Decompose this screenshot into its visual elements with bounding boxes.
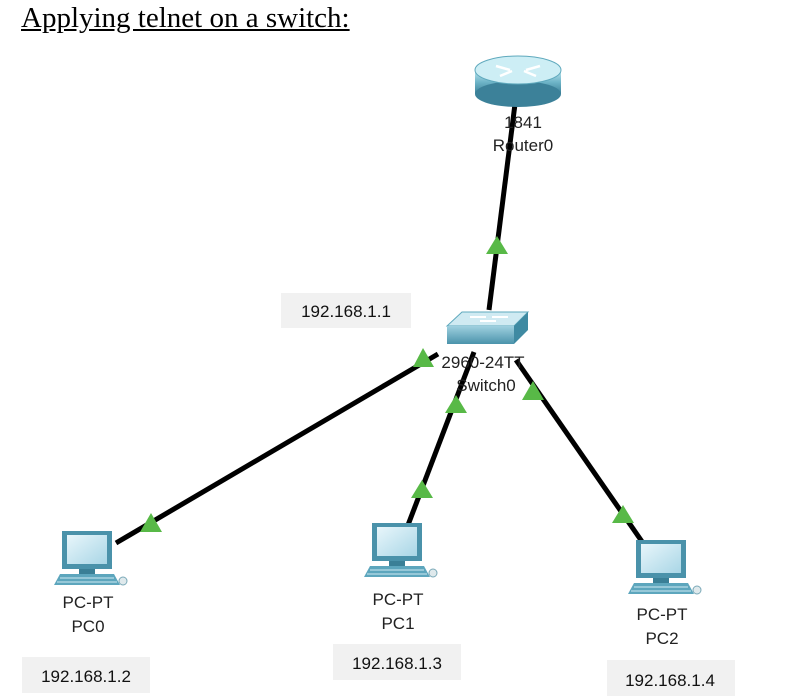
switch-model-label: 2960-24TT bbox=[441, 353, 524, 372]
router-icon bbox=[474, 55, 562, 107]
pc-icon bbox=[628, 540, 702, 595]
link-router-switch[interactable] bbox=[486, 103, 518, 311]
router-model-label: 1841 bbox=[504, 113, 542, 132]
pc0-ip-label: 192.168.1.2 bbox=[41, 667, 131, 686]
pc2-device[interactable]: PC-PT PC2 bbox=[628, 540, 702, 648]
pc2-model-label: PC-PT bbox=[637, 605, 688, 624]
page-heading: Applying telnet on a switch: bbox=[21, 2, 350, 34]
pc2-ip-label: 192.168.1.4 bbox=[625, 671, 715, 690]
link-status-up-icon bbox=[445, 395, 467, 413]
pc0-ip-box bbox=[22, 657, 150, 693]
switch-name-label: Switch0 bbox=[456, 376, 516, 395]
link-status-up-icon bbox=[612, 505, 634, 523]
pc1-name-label: PC1 bbox=[381, 614, 414, 633]
pc-icon bbox=[364, 523, 438, 578]
pc1-ip-label: 192.168.1.3 bbox=[352, 654, 442, 673]
pc1-ip-box bbox=[333, 644, 461, 680]
switch-ip-box bbox=[281, 293, 411, 328]
pc0-device[interactable]: PC-PT PC0 bbox=[54, 531, 128, 636]
pc1-model-label: PC-PT bbox=[373, 590, 424, 609]
pc0-name-label: PC0 bbox=[71, 617, 104, 636]
pc2-name-label: PC2 bbox=[645, 629, 678, 648]
pc1-device[interactable]: PC-PT PC1 bbox=[364, 523, 438, 633]
pc-icon bbox=[54, 531, 128, 586]
switch-icon bbox=[445, 311, 530, 344]
link-status-up-icon bbox=[411, 480, 433, 498]
router-name-label: Router0 bbox=[493, 136, 553, 155]
pc2-ip-box bbox=[607, 660, 735, 696]
link-status-up-icon bbox=[486, 236, 508, 254]
link-status-up-icon bbox=[140, 513, 162, 532]
switch-device[interactable]: 2960-24TT Switch0 bbox=[441, 311, 530, 395]
link-status-up-icon bbox=[522, 381, 544, 400]
switch-ip-label: 192.168.1.1 bbox=[301, 302, 391, 321]
pc0-model-label: PC-PT bbox=[63, 593, 114, 612]
link-switch-pc0[interactable] bbox=[114, 351, 440, 546]
link-status-up-icon bbox=[413, 348, 434, 367]
router-device[interactable]: 1841 Router0 bbox=[474, 55, 562, 155]
